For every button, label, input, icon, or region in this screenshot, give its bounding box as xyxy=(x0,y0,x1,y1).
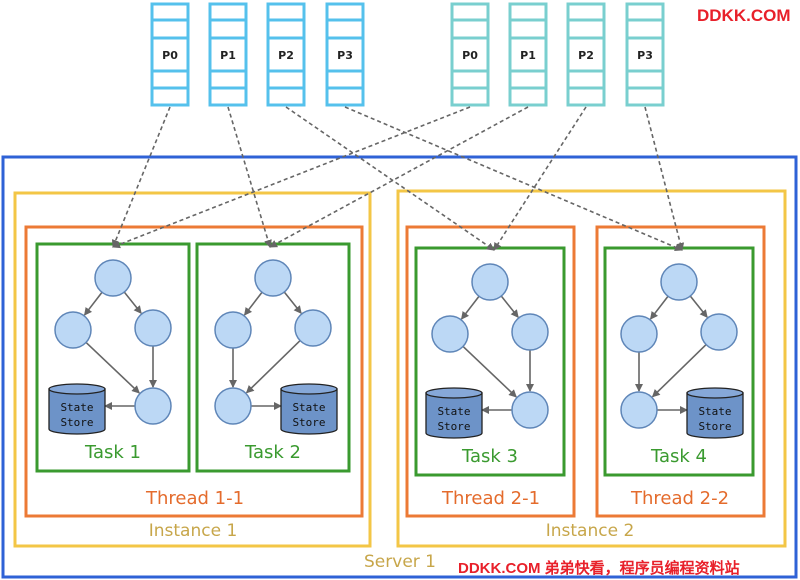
instance-2-box xyxy=(396,189,787,548)
processor-node xyxy=(511,391,549,429)
processor-node xyxy=(134,309,172,347)
instance-1-label: Instance 1 xyxy=(149,521,238,541)
thread-2-1-label: Thread 2-1 xyxy=(441,488,540,509)
thread-1-1-label: Thread 1-1 xyxy=(145,488,244,509)
task-label: Task 4 xyxy=(650,446,707,467)
partition-assignment-arrow xyxy=(493,106,587,251)
partition-label: P2 xyxy=(578,49,594,62)
processor-node xyxy=(620,315,658,353)
thread-1-1-box xyxy=(24,225,364,518)
dataflow-arrow xyxy=(245,339,301,394)
task-label: Task 1 xyxy=(84,442,141,463)
topic-partition-2-p2: P2 xyxy=(566,2,606,107)
server-box xyxy=(1,155,798,579)
topic-partition-1-p3: P3 xyxy=(325,2,365,107)
topic-partition-2-p1: P1 xyxy=(508,2,548,107)
dataflow-arrow xyxy=(283,291,302,314)
processor-node xyxy=(431,315,469,353)
svg-text:Store: Store xyxy=(292,416,325,429)
watermark-bottom: DDKK.COM 弟弟快看，程序员编程资料站 xyxy=(458,560,740,577)
partition-label: P3 xyxy=(637,49,653,62)
processor-node xyxy=(294,309,332,347)
topic-partition-2-p0: P0 xyxy=(450,2,490,107)
processor-node xyxy=(254,259,292,297)
instance-1-box xyxy=(13,191,372,548)
processor-node xyxy=(54,311,92,349)
topic-partition-1-p0: P0 xyxy=(150,2,190,107)
thread-2-2-label: Thread 2-2 xyxy=(630,488,729,509)
partition-assignment-arrow xyxy=(344,106,683,251)
dataflow-arrow xyxy=(689,295,708,318)
dataflow-arrow xyxy=(83,291,103,316)
processor-node xyxy=(660,263,698,301)
instance-2-label: Instance 2 xyxy=(546,521,635,541)
processor-node xyxy=(214,311,252,349)
partition-assignment-arrow xyxy=(285,106,495,251)
task-label: Task 2 xyxy=(244,442,301,463)
svg-text:Store: Store xyxy=(437,420,470,433)
dataflow-arrow xyxy=(651,343,707,398)
thread-2-1-box xyxy=(405,225,576,518)
partition-label: P0 xyxy=(162,49,178,62)
dataflow-arrow xyxy=(243,291,263,316)
topic-partition-2-p3: P3 xyxy=(625,2,665,107)
svg-text:Store: Store xyxy=(60,416,93,429)
processor-node xyxy=(94,259,132,297)
processor-node xyxy=(214,387,252,425)
topic-partition-1-p2: P2 xyxy=(266,2,306,107)
partition-label: P0 xyxy=(462,49,478,62)
task-label: Task 3 xyxy=(461,446,518,467)
partition-assignment-arrow xyxy=(644,106,685,251)
topic-partition-1-p1: P1 xyxy=(208,2,248,107)
dataflow-arrow xyxy=(123,291,142,314)
processor-node xyxy=(700,313,738,351)
svg-text:State: State xyxy=(437,405,470,418)
processor-node xyxy=(134,387,172,425)
svg-text:State: State xyxy=(292,401,325,414)
server-label: Server 1 xyxy=(364,552,436,572)
partition-label: P2 xyxy=(278,49,294,62)
dataflow-arrow xyxy=(462,345,517,398)
partition-label: P3 xyxy=(337,49,353,62)
svg-text:State: State xyxy=(60,401,93,414)
svg-text:Store: Store xyxy=(698,420,731,433)
dataflow-arrow xyxy=(85,341,140,394)
dataflow-arrow xyxy=(649,295,669,320)
processor-node xyxy=(511,313,549,351)
processor-node xyxy=(471,263,509,301)
thread-2-2-box xyxy=(595,225,766,518)
partition-assignment-arrow xyxy=(227,106,272,248)
dataflow-arrow xyxy=(460,295,480,320)
dataflow-arrow xyxy=(500,295,519,318)
partition-assignment-arrow xyxy=(112,106,471,249)
partition-label: P1 xyxy=(520,49,536,62)
svg-text:State: State xyxy=(698,405,731,418)
processor-node xyxy=(620,391,658,429)
partition-label: P1 xyxy=(220,49,236,62)
watermark-top: DDKK.COM xyxy=(697,6,791,25)
